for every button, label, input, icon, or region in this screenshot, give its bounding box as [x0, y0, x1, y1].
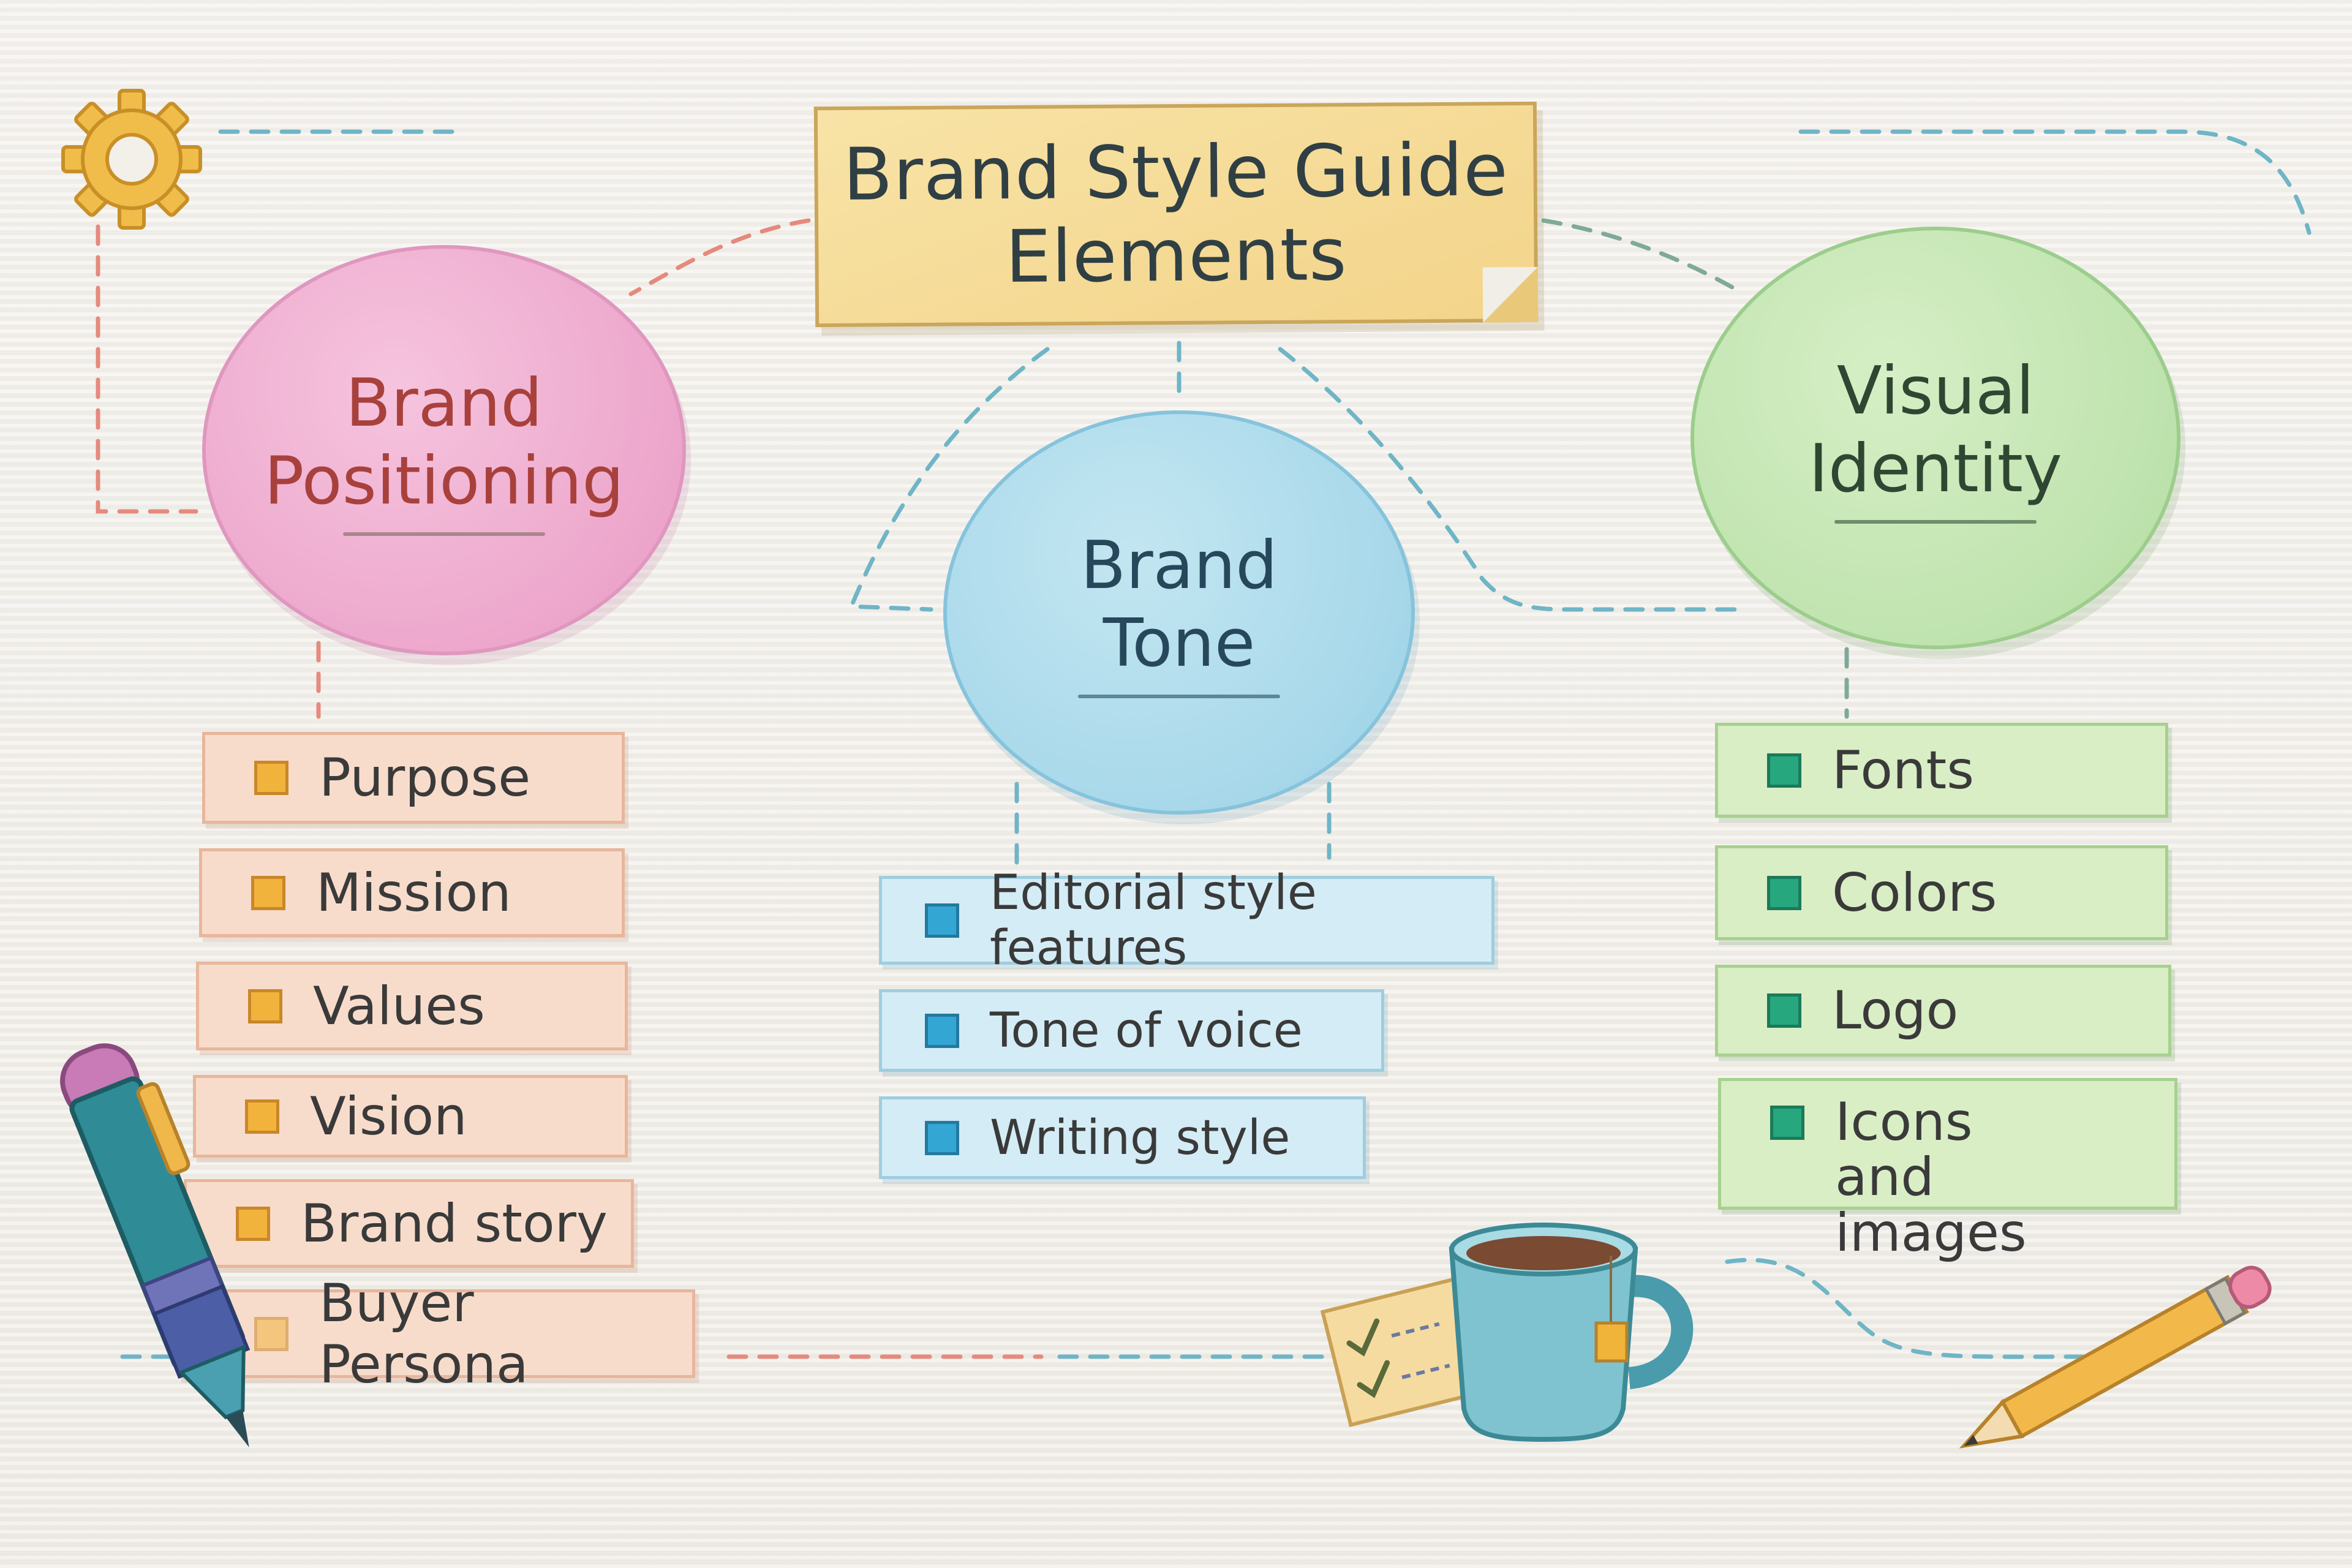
- coffee-mug-icon: [1449, 1223, 1694, 1442]
- brand-positioning-line-2: Positioning: [264, 443, 624, 519]
- tone-item-label: Writing style: [990, 1110, 1291, 1166]
- visual-item-logo: Logo: [1715, 965, 2171, 1057]
- title-line-1: Brand Style Guide: [842, 127, 1509, 217]
- checkbox-icon: [251, 875, 285, 910]
- checkbox-icon: [1767, 993, 1801, 1028]
- positioning-item-vision: Vision: [193, 1075, 628, 1158]
- gear-icon: [61, 89, 202, 230]
- checkbox-icon: [925, 1013, 959, 1048]
- visual-identity-line-1: Visual: [1836, 352, 2035, 429]
- checkbox-icon: [1767, 875, 1801, 910]
- tone-item-writing-style: Writing style: [879, 1096, 1366, 1179]
- checkbox-icon: [248, 989, 282, 1023]
- visual-item-label: Logo: [1832, 980, 1959, 1041]
- checkbox-icon: [236, 1206, 270, 1241]
- title-line-2: Elements: [1005, 212, 1348, 299]
- title-card: Brand Style Guide Elements: [813, 101, 1539, 328]
- visual-identity-underline: [1834, 520, 2037, 524]
- visual-item-label: Fonts: [1832, 739, 1975, 801]
- brand-tone-line-2: Tone: [1102, 605, 1256, 682]
- positioning-item-label: Vision: [310, 1085, 467, 1147]
- positioning-item-values: Values: [196, 962, 628, 1050]
- visual-identity-node: Visual Identity: [1691, 227, 2180, 649]
- connector-title-tone-left: [848, 347, 1050, 612]
- checkbox-icon: [254, 761, 288, 795]
- checkbox-icon: [254, 1316, 288, 1351]
- checkbox-icon: [245, 1099, 279, 1134]
- connector-title-positioning: [628, 218, 811, 296]
- brand-positioning-node: Brand Positioning: [202, 245, 686, 655]
- tone-item-label: Tone of voice: [990, 1003, 1303, 1058]
- pen-icon: [60, 1043, 251, 1448]
- connector-title-visual: [1541, 218, 1736, 290]
- visual-item-icons-images: Icons and images: [1718, 1078, 2177, 1261]
- visual-item-colors: Colors: [1715, 845, 2168, 940]
- checkbox-icon: [1770, 1106, 1804, 1140]
- visual-item-label: Colors: [1832, 862, 1997, 924]
- tone-item-tone-of-voice: Tone of voice: [879, 989, 1384, 1072]
- visual-identity-line-2: Identity: [1809, 431, 2062, 507]
- checkbox-icon: [925, 1120, 959, 1155]
- checkbox-icon: [1767, 753, 1801, 788]
- brand-tone-underline: [1078, 695, 1280, 699]
- visual-item-fonts: Fonts: [1715, 723, 2168, 818]
- positioning-item-buyer-persona: Buyer Persona: [178, 1273, 695, 1395]
- tone-item-label: Editorial style features: [990, 865, 1317, 976]
- connector-gear-down: [96, 224, 198, 514]
- brand-positioning-underline: [343, 532, 545, 537]
- brand-tone-node: Brand Tone: [943, 410, 1415, 815]
- connector-bottom-right: [1725, 1257, 2085, 1359]
- positioning-item-label: Values: [313, 975, 485, 1037]
- checklist-note-icon: [1320, 1275, 1490, 1427]
- positioning-item-label: Buyer Persona: [319, 1272, 529, 1395]
- brand-positioning-line-1: Brand: [345, 364, 543, 442]
- tone-item-editorial: Editorial style features: [879, 865, 1494, 976]
- positioning-item-label: Purpose: [319, 747, 531, 809]
- pencil-icon: [1959, 1265, 2272, 1449]
- positioning-item-label: Brand story: [301, 1193, 608, 1254]
- connector-top-right: [1798, 129, 2312, 235]
- positioning-item-purpose: Purpose: [202, 732, 625, 824]
- brand-tone-line-1: Brand: [1080, 527, 1278, 604]
- title-card-fold: [1482, 266, 1539, 323]
- positioning-item-mission: Mission: [199, 848, 625, 937]
- visual-item-label: Icons and images: [1835, 1091, 2027, 1264]
- positioning-item-label: Mission: [316, 862, 511, 924]
- checkbox-icon: [925, 903, 959, 938]
